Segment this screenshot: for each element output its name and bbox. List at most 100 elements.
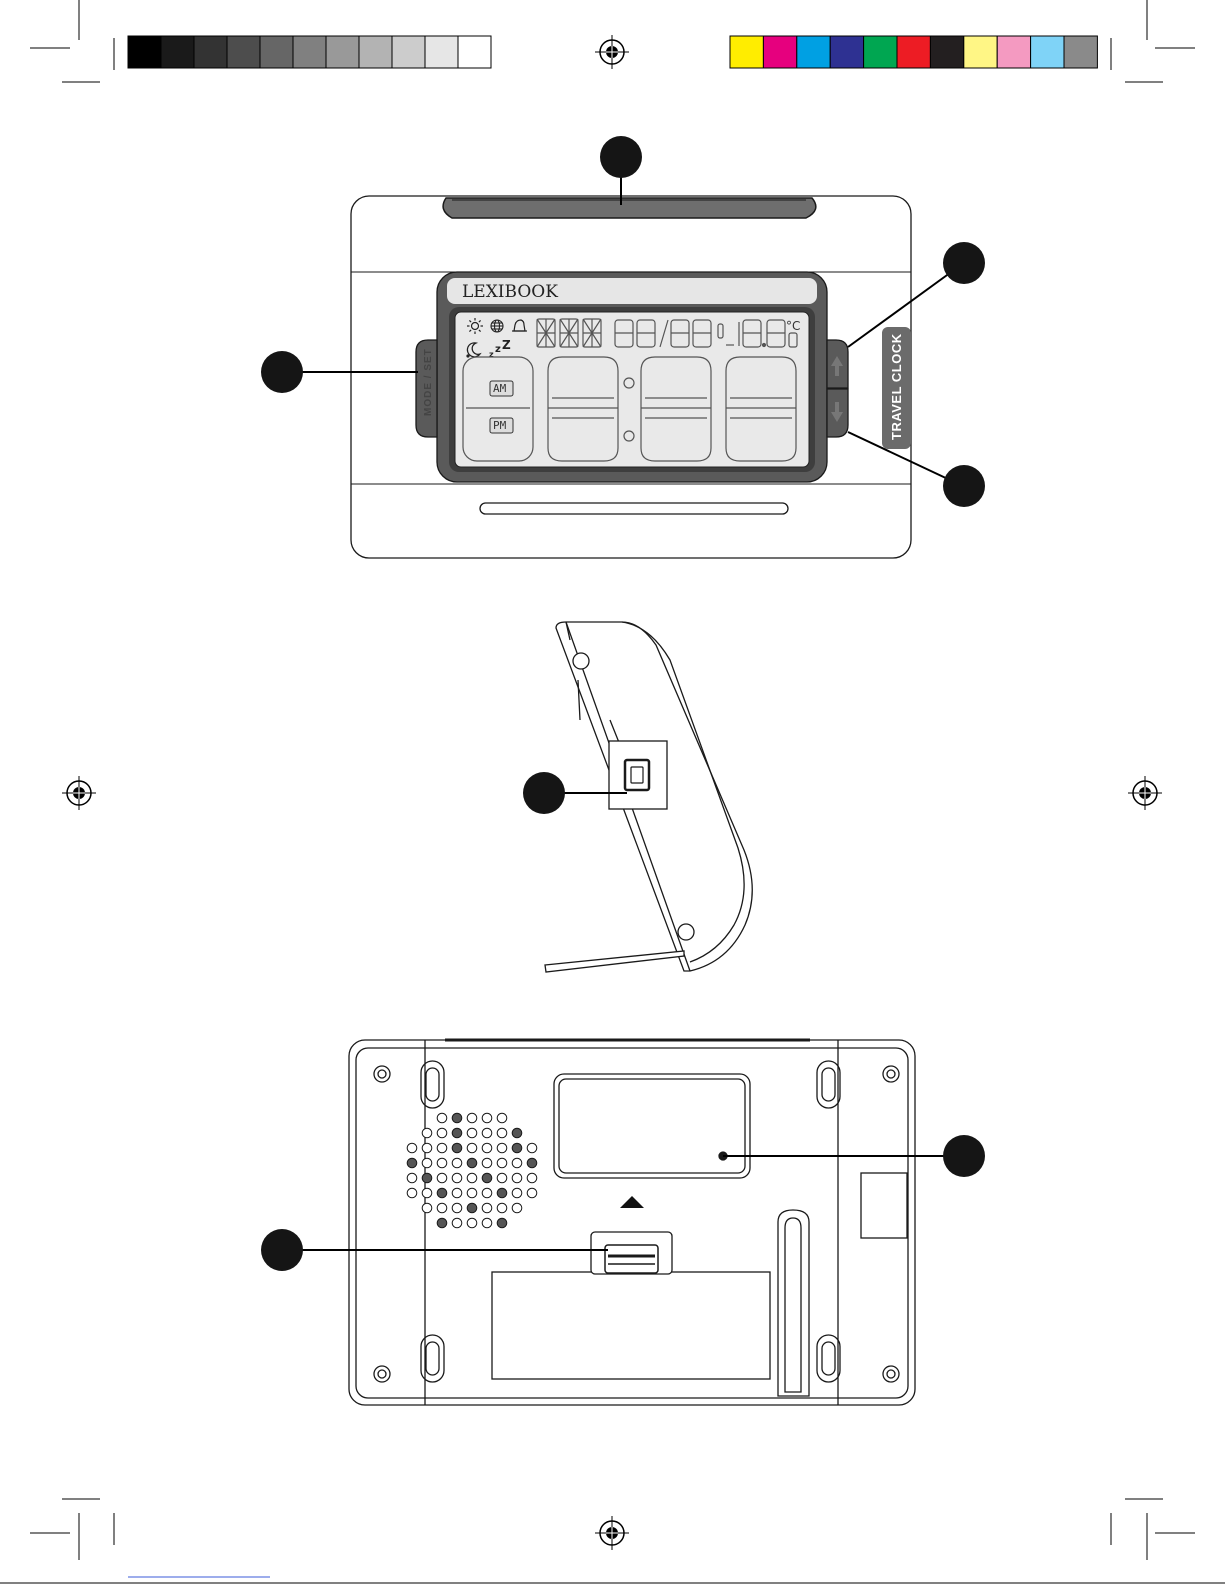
- speaker-hole: [407, 1143, 417, 1153]
- speaker-hole: [422, 1188, 432, 1198]
- speaker-hole: [422, 1158, 432, 1168]
- speaker-hole: [452, 1113, 462, 1123]
- speaker-hole: [482, 1128, 492, 1138]
- text-segments: [537, 319, 601, 347]
- color-swatch: [997, 36, 1030, 68]
- speaker-hole: [482, 1158, 492, 1168]
- speaker-hole: [452, 1128, 462, 1138]
- svg-text:z: z: [495, 344, 501, 355]
- registration-mark-icon: [1128, 776, 1162, 810]
- celsius-unit: °C: [786, 319, 800, 333]
- brand-logo: LEXIBOOK: [462, 282, 558, 302]
- back-view: [349, 1040, 915, 1405]
- svg-text:z: z: [489, 350, 494, 359]
- side-tab-label: TRAVEL CLOCK: [889, 333, 904, 440]
- gray-swatch: [326, 36, 359, 68]
- speaker-hole: [482, 1143, 492, 1153]
- speaker-hole: [497, 1113, 507, 1123]
- svg-text:Z: Z: [502, 338, 511, 352]
- callout-dot-5: [523, 772, 565, 814]
- grayscale-bar: [128, 36, 491, 68]
- color-swatch: [730, 36, 763, 68]
- speaker-hole: [452, 1143, 462, 1153]
- side-screw-bottom: [678, 924, 694, 940]
- usb-port-icon[interactable]: [625, 760, 649, 790]
- speaker-hole: [452, 1173, 462, 1183]
- speaker-hole: [482, 1113, 492, 1123]
- side-view: [545, 622, 752, 972]
- color-swatch-bar: [730, 36, 1097, 68]
- speaker-hole: [422, 1128, 432, 1138]
- speaker-hole: [497, 1173, 507, 1183]
- speaker-hole: [437, 1128, 447, 1138]
- callout-dot-2: [261, 351, 303, 393]
- speaker-hole: [467, 1128, 477, 1138]
- speaker-hole: [422, 1143, 432, 1153]
- side-stand: [545, 951, 684, 972]
- color-swatch: [930, 36, 963, 68]
- speaker-hole: [437, 1218, 447, 1228]
- speaker-hole: [467, 1188, 477, 1198]
- color-swatch: [864, 36, 897, 68]
- callout-dot-6: [943, 1135, 985, 1177]
- side-screw-top: [573, 653, 589, 669]
- speaker-hole: [512, 1203, 522, 1213]
- speaker-hole: [452, 1188, 462, 1198]
- gray-swatch: [260, 36, 293, 68]
- gray-swatch: [194, 36, 227, 68]
- speaker-hole: [422, 1203, 432, 1213]
- speaker-hole: [497, 1158, 507, 1168]
- am-label: AM: [493, 382, 507, 395]
- gray-swatch: [392, 36, 425, 68]
- speaker-hole: [467, 1143, 477, 1153]
- gray-swatch: [128, 36, 161, 68]
- speaker-hole: [527, 1188, 537, 1198]
- callout-dot-3: [943, 242, 985, 284]
- front-view: LEXIBOOK z z Z: [261, 136, 985, 558]
- gray-swatch: [458, 36, 491, 68]
- pm-label: PM: [493, 419, 507, 432]
- speaker-hole: [407, 1158, 417, 1168]
- color-swatch: [897, 36, 930, 68]
- speaker-hole: [467, 1158, 477, 1168]
- callout-dot-7: [261, 1229, 303, 1271]
- speaker-hole: [512, 1158, 522, 1168]
- speaker-hole: [407, 1173, 417, 1183]
- speaker-hole: [437, 1113, 447, 1123]
- gray-swatch: [359, 36, 392, 68]
- speaker-hole: [437, 1173, 447, 1183]
- speaker-hole: [497, 1128, 507, 1138]
- speaker-hole: [437, 1143, 447, 1153]
- snooze-bar[interactable]: [443, 198, 816, 218]
- speaker-hole: [512, 1128, 522, 1138]
- gray-swatch: [425, 36, 458, 68]
- callout-dot-1: [600, 136, 642, 178]
- speaker-hole: [527, 1143, 537, 1153]
- speaker-hole: [407, 1188, 417, 1198]
- speaker-hole: [497, 1143, 507, 1153]
- speaker-hole: [452, 1158, 462, 1168]
- registration-mark-icon: [595, 1516, 629, 1550]
- color-swatch: [964, 36, 997, 68]
- speaker-hole: [467, 1218, 477, 1228]
- speaker-hole: [497, 1188, 507, 1198]
- mode-set-label: MODE / SET: [423, 348, 434, 416]
- color-swatch: [1031, 36, 1064, 68]
- gray-swatch: [161, 36, 194, 68]
- gray-swatch: [293, 36, 326, 68]
- speaker-hole: [467, 1113, 477, 1123]
- speaker-hole: [452, 1218, 462, 1228]
- speaker-hole: [497, 1218, 507, 1228]
- speaker-hole: [467, 1203, 477, 1213]
- speaker-hole: [437, 1203, 447, 1213]
- speaker-hole: [497, 1203, 507, 1213]
- registration-mark-icon: [595, 35, 629, 69]
- speaker-hole: [512, 1143, 522, 1153]
- speaker-hole: [452, 1203, 462, 1213]
- speaker-hole: [482, 1173, 492, 1183]
- color-swatch: [797, 36, 830, 68]
- speaker-hole: [437, 1188, 447, 1198]
- speaker-hole: [482, 1188, 492, 1198]
- speaker-hole: [467, 1173, 477, 1183]
- speaker-hole: [527, 1173, 537, 1183]
